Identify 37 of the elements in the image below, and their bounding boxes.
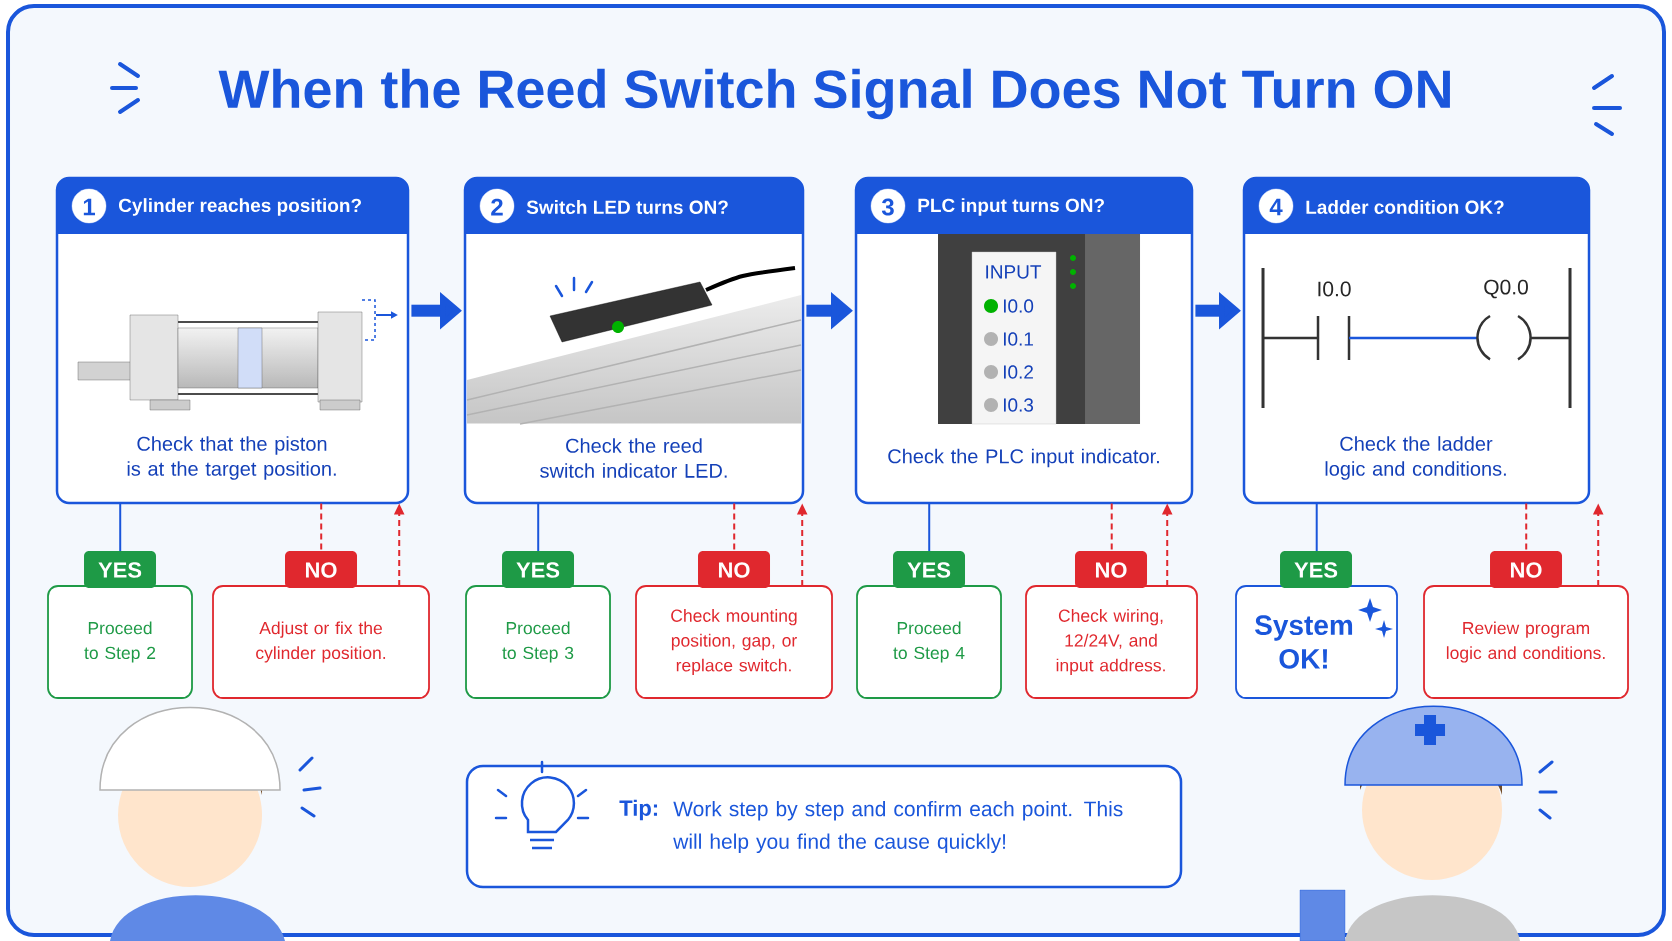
answer-tag: YES [502, 551, 574, 588]
result-box: Check mounting position, gap, or replace switch. [635, 585, 833, 699]
panel-heading: INPUT [986, 265, 1042, 279]
node-label: PLC input turns ON? [918, 198, 1104, 216]
input-label: I0.2 [1003, 365, 1033, 379]
step-number: 4 [1258, 188, 1294, 224]
node-label: Cylinder reaches position? [119, 198, 361, 216]
result-box: Proceed to Step 2 [47, 585, 193, 699]
answer-tag: NO [1075, 551, 1147, 588]
tip-box: Tip: Work step by step and confirm each point. This will help you find the cause quickly! [465, 764, 1183, 889]
node-label: Switch LED turns ON? [526, 200, 728, 214]
result-box: Check wiring, 12/24V, and input address. [1025, 585, 1198, 699]
node-label: Ladder condition OK? [1306, 200, 1504, 214]
result-box: Proceed to Step 4 [856, 585, 1002, 699]
result-box: System OK! [1235, 585, 1398, 699]
step-number: 1 [71, 188, 107, 224]
node-label: Check that the piston is at the target position. [127, 436, 336, 480]
answer-tag: YES [893, 551, 965, 588]
input-label: I0.0 [1003, 299, 1034, 313]
node-label: Check the reed switch indicator LED. [540, 438, 727, 478]
answer-tag: YES [1280, 551, 1352, 588]
answer-tag: YES [84, 551, 156, 588]
result-box: Review program logic and conditions. [1423, 585, 1629, 699]
step-number: 2 [479, 188, 515, 224]
input-label: I0.3 [1003, 398, 1034, 412]
step-number: 3 [870, 188, 906, 224]
result-box: Adjust or fix the cylinder position. [212, 585, 430, 699]
result-box: Proceed to Step 3 [465, 585, 611, 699]
answer-tag: NO [698, 551, 770, 588]
node-label: Check the PLC input indicator. [888, 448, 1159, 468]
contact-label: Q0.0 [1484, 279, 1528, 299]
answer-tag: NO [285, 551, 357, 588]
contact-label: I0.0 [1318, 281, 1351, 297]
title: When the Reed Switch Signal Does Not Turn ON [218, 68, 1450, 120]
node-label: Check the ladder logic and conditions. [1325, 436, 1506, 480]
answer-tag: NO [1490, 551, 1562, 588]
input-label: I0.1 [1003, 332, 1033, 346]
